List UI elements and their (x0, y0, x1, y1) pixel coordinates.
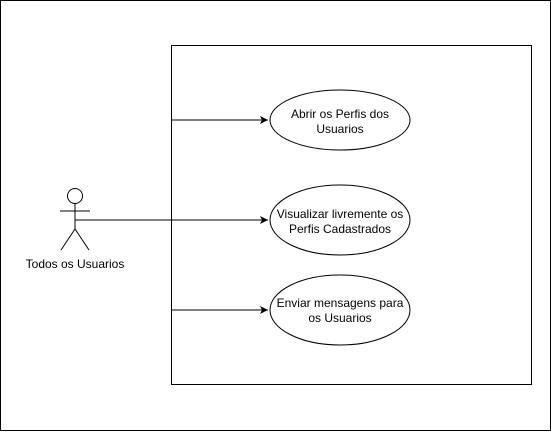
actor-label: Todos os Usuarios (26, 257, 125, 271)
actor-right-leg (74, 228, 90, 251)
use-case-visualizar-perfis[interactable]: Visualizar livremente os Perfis Cadastra… (269, 184, 411, 256)
use-case-label-line1: Visualizar livremente os (277, 207, 404, 221)
use-case-ellipse (269, 274, 411, 346)
actor-left-leg (60, 228, 76, 251)
actor-head (67, 188, 83, 204)
use-case-abrir-perfis[interactable]: Abrir os Perfis dos Usuarios (269, 89, 411, 151)
use-case-label-line1: Abrir os Perfis dos (291, 107, 389, 121)
use-case-ellipse (269, 184, 411, 256)
use-case-label-line2: Perfis Cadastrados (289, 222, 391, 236)
actor-todos-os-usuarios[interactable]: Todos os Usuarios (26, 188, 125, 272)
use-case-label-line2: os Usuarios (308, 311, 371, 325)
use-case-ellipse (269, 89, 411, 151)
use-case-enviar-mensagens[interactable]: Enviar mensagens para os Usuarios (269, 274, 411, 346)
use-case-label-line2: Usuarios (316, 122, 363, 136)
use-case-label-line1: Enviar mensagens para (277, 296, 404, 310)
